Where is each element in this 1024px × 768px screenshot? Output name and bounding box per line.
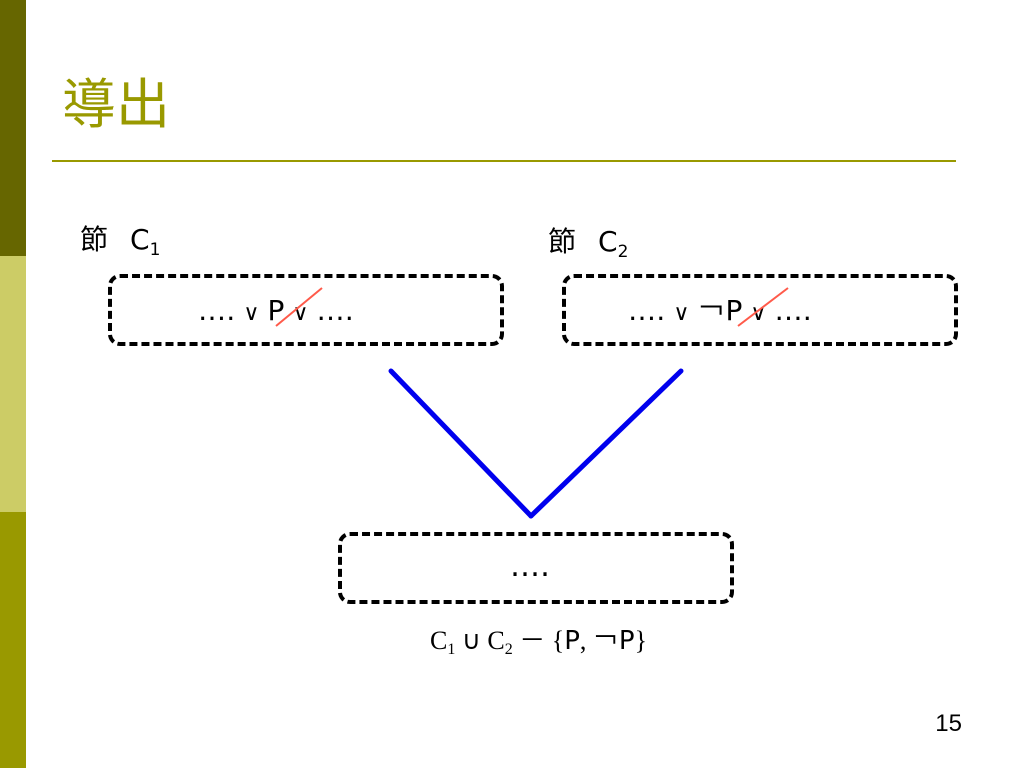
clause2-box [562,274,958,346]
formula-close-brace: } [634,626,648,655]
strike-p-clause1 [275,287,323,327]
formula-c2-index: 2 [504,641,513,658]
arrow-right-line [528,368,684,519]
clause2-or-left: ∨ [673,301,690,326]
sidebar-band-mid [0,512,26,768]
clause1-expression: ‥‥∨P∨‥‥ [198,297,354,325]
resolvent-box [338,532,734,604]
clause2-index: 2 [617,242,629,262]
resolvent-formula: C1 ∪ C2 － {P, ￢P} [430,628,647,658]
resolvent-expression: ‥‥ [510,549,551,584]
sidebar-band-light [0,256,26,512]
clause2-expression: ‥‥∨￢P∨‥‥ [628,297,812,325]
arrow-left-line [388,368,534,519]
title-underline [52,160,956,162]
formula-minus: － [519,626,546,656]
formula-c2: C [487,626,505,655]
formula-comma: , [579,626,587,655]
formula-c1-index: 1 [447,641,456,658]
clause1-ellipsis-right: ‥‥ [316,294,354,327]
sidebar-decoration [0,0,26,768]
clause2-name: C [598,225,618,258]
formula-open-brace: { [551,626,565,655]
clause1-index: 1 [149,240,161,260]
clause2-ellipsis-left: ‥‥ [628,294,666,327]
clause2-ellipsis-right: ‥‥ [774,294,812,327]
clause1-or-left: ∨ [243,301,260,326]
formula-union: ∪ [461,626,481,656]
slide-title: 導出 [62,73,170,136]
sidebar-band-dark [0,0,26,256]
clause1-name: C [130,223,150,256]
clause1-literal-p: P [267,294,285,327]
clause1-ellipsis-left: ‥‥ [198,294,236,327]
formula-c1: C [430,626,448,655]
page-number: 15 [935,710,962,737]
clause2-negation: ￢ [697,294,726,327]
clause1-box [108,274,504,346]
clause2-label-word: 節 [548,225,577,258]
strike-not-p-clause2 [737,287,789,327]
clause2-literal-p: P [725,294,743,327]
formula-not-p: ￢P [592,626,635,656]
formula-p: P [564,626,580,656]
clause1-label-word: 節 [80,223,109,256]
